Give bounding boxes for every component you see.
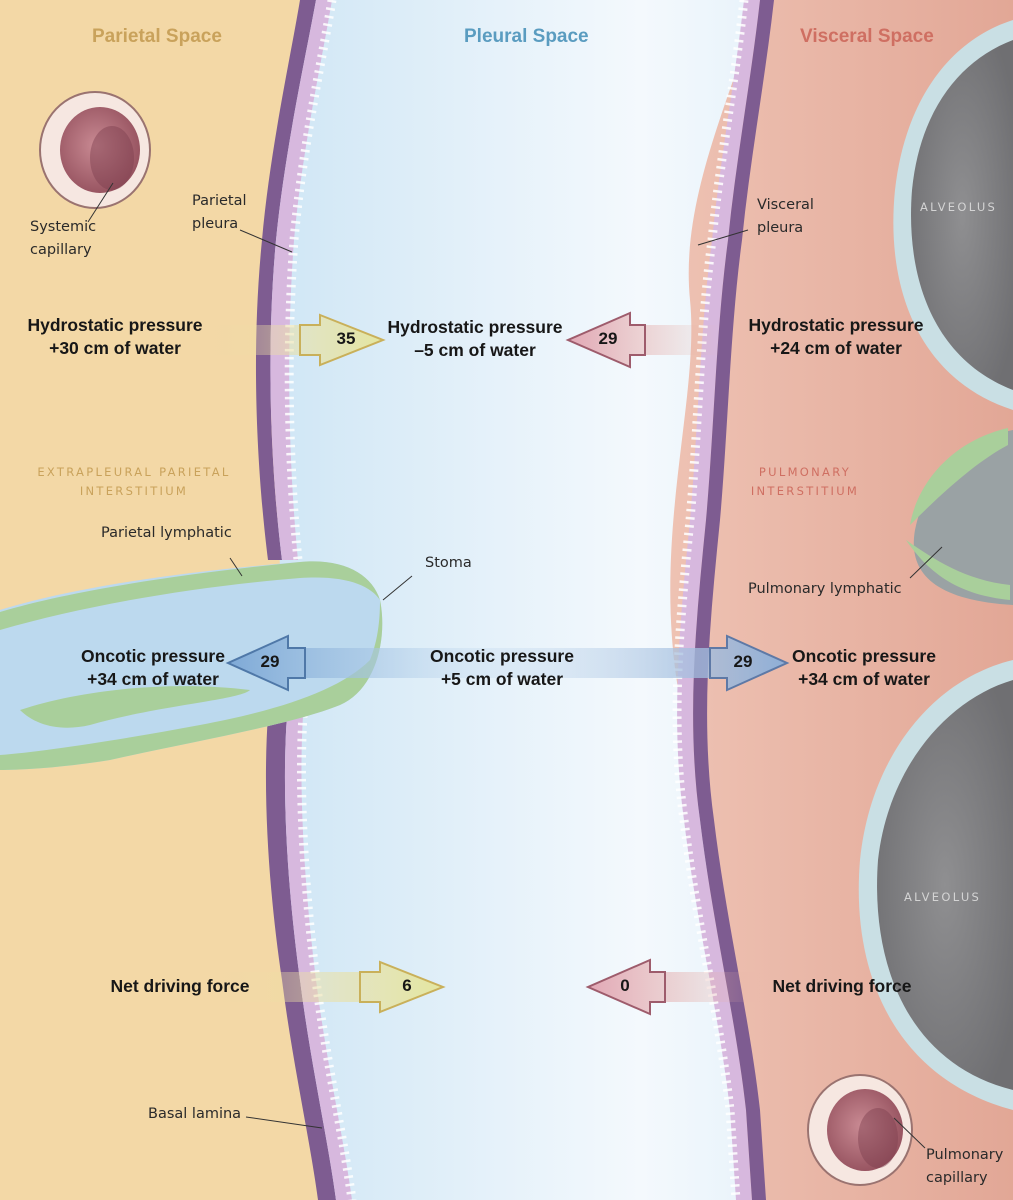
extrapleural-interstitium-label: EXTRAPLEURAL PARIETAL INTERSTITIUM <box>37 465 231 498</box>
visceral-oncotic-label: Oncotic pressure +34 cm of water <box>792 646 936 689</box>
net-force-right-label: Net driving force <box>772 976 912 996</box>
pleural-space-title: Pleural Space <box>464 26 589 47</box>
stoma-label: Stoma <box>425 555 472 571</box>
parietal-oncotic-label: Oncotic pressure +34 cm of water <box>81 646 225 689</box>
pulmonary-lymphatic-label: Pulmonary lymphatic <box>748 581 902 597</box>
net-arrow-right-value: 0 <box>620 976 630 995</box>
net-force-left-label: Net driving force <box>110 976 250 996</box>
basal-lamina-label: Basal lamina <box>148 1106 242 1122</box>
parietal-lymphatic-label: Parietal lymphatic <box>101 525 232 541</box>
hydrostatic-arrow-right-value: 29 <box>598 329 618 348</box>
pleural-hydrostatic-label: Hydrostatic pressure –5 cm of water <box>387 317 563 360</box>
visceral-pleura-label: Visceral pleura <box>757 197 814 236</box>
hydrostatic-arrow-left-value: 35 <box>336 329 356 348</box>
pulmonary-capillary-label: Pulmonary capillary <box>926 1147 1004 1186</box>
pleural-oncotic-label: Oncotic pressure +5 cm of water <box>430 646 574 689</box>
alveolus-label-top: ALVEOLUS <box>920 200 998 214</box>
oncotic-arrow-left-value: 29 <box>260 652 280 671</box>
pulmonary-interstitium-label: PULMONARY INTERSTITIUM <box>750 465 860 498</box>
parietal-space-title: Parietal Space <box>92 26 222 47</box>
oncotic-arrow-right-value: 29 <box>733 652 753 671</box>
parietal-pleura-label: Parietal pleura <box>192 193 247 232</box>
parietal-hydrostatic-label: Hydrostatic pressure +30 cm of water <box>27 315 203 358</box>
visceral-hydrostatic-label: Hydrostatic pressure +24 cm of water <box>748 315 924 358</box>
systemic-capillary-label: Systemic capillary <box>30 219 97 258</box>
net-arrow-left-value: 6 <box>402 976 412 995</box>
alveolus-label-bottom: ALVEOLUS <box>904 890 982 904</box>
visceral-space-title: Visceral Space <box>800 26 934 47</box>
